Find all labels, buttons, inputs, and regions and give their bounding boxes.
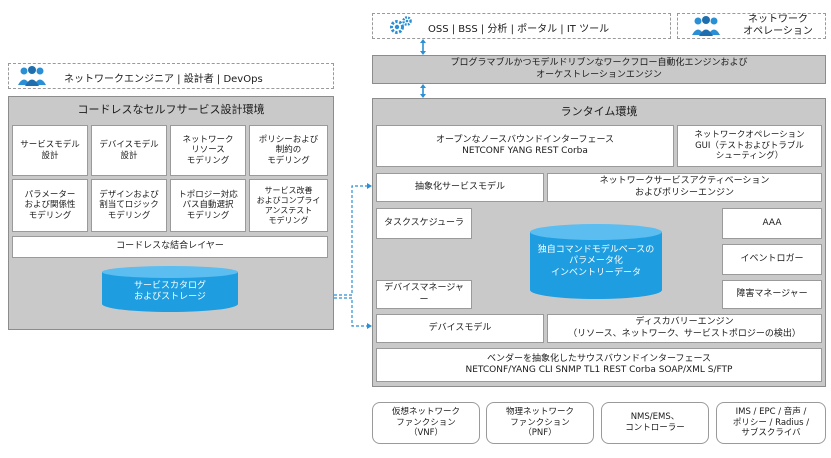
design-environment-title: コードレスなセルフサービス設計環境 [77,103,265,116]
engineer-persona-label: ネットワークエンジニア | 設計者 | DevOps [64,74,263,85]
discovery-engine: ディスカバリーエンジン （リソース、ネットワーク、サービストポロジーの検出） [547,314,822,343]
task-scheduler: タスクスケジューラ [376,208,472,239]
people-icon [18,66,46,86]
grid-design-logic: デザインおよび 割当てロジック モデリング [91,179,167,232]
grid-network-resource: ネットワーク リソース モデリング [170,125,246,176]
external-systems-label: OSS | BSS | 分析 | ポータル | IT ツール [428,24,610,35]
orchestration-label: プログラマブルかつモデルドリブンなワークフロー自動化エンジンおよび オーケストレ… [450,58,748,80]
engineer-persona-bar [8,63,334,89]
device-manager: デバイスマネージャー [376,280,472,309]
inventory-database-label: 独自コマンドモデルベースの パラメータ化 インベントリーデータ [537,245,655,278]
service-catalog-database [102,266,238,312]
gears-icon [390,16,412,34]
external-systems-bar [372,13,671,39]
orchestration-engine: プログラマブルかつモデルドリブンなワークフロー自動化エンジンおよび オーケストレ… [372,55,826,84]
grid-topology-path: トポロジー対応 パス自動選択 モデリング [170,179,246,232]
binding-layer: コードレスな結合レイヤー [12,236,328,258]
activation-engine: ネットワークサービスアクティベーション およびポリシーエンジン [547,173,822,202]
people-icon [692,16,720,36]
grid-service-model: サービスモデル 設計 [12,125,88,176]
connector-arrow-top [420,39,426,55]
event-logger: イベントロガー [722,244,822,275]
grid-device-model: デバイスモデル 設計 [91,125,167,176]
abstract-service-model: 抽象化サービスモデル [376,173,544,202]
connector-arrow-mid [420,84,426,98]
device-model: デバイスモデル [376,314,544,343]
northbound-interface: オープンなノースバウンドインターフェース NETCONF YANG REST C… [376,125,674,167]
inventory-database [530,224,662,299]
fault-manager: 障害マネージャー [722,280,822,309]
bottom-vnf: 仮想ネットワーク ファンクション （VNF） [372,402,480,444]
connector-dashed [334,183,372,329]
grid-service-compliance: サービス改善 およびコンプライ アンステスト モデリング [249,179,328,232]
aaa: AAA [722,208,822,239]
netops-gui: ネットワークオペレーション GUI（テストおよびトラブル シューティング） [677,125,822,167]
bottom-ims-epc: IMS / EPC / 音声 / ポリシー / Radius / サブスクライバ [716,402,826,444]
runtime-environment-title: ランタイム環境 [560,105,638,118]
bottom-nms-ems: NMS/EMS、 コントローラー [601,402,709,444]
bottom-pnf: 物理ネットワーク ファンクション （PNF） [486,402,594,444]
southbound-interface: ベンダーを抽象化したサウスバウンドインターフェース NETCONF/YANG C… [376,348,822,382]
service-catalog-label: サービスカタログ およびストレージ [133,281,206,303]
network-operations-label: ネットワーク オペレーション [743,14,813,37]
grid-parameter-relation: パラメーター および関係性 モデリング [12,179,88,232]
grid-policy-constraint: ポリシーおよび 制約の モデリング [249,125,328,176]
